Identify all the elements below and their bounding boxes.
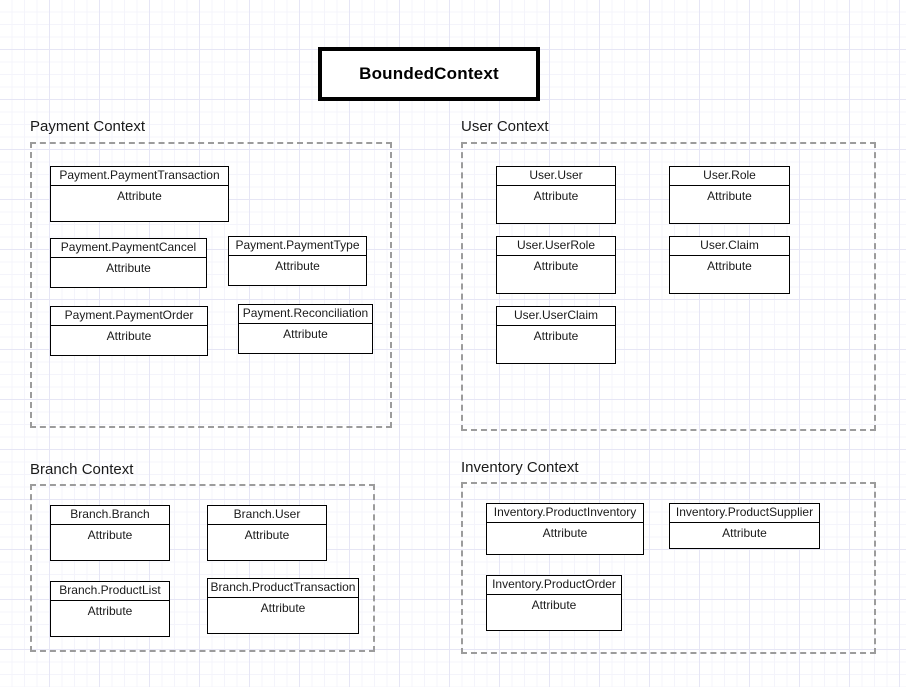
entity-name: Inventory.ProductSupplier [670,504,819,523]
entity-name: Payment.PaymentTransaction [51,167,228,186]
entity-name: Payment.Reconciliation [239,305,372,324]
entity-attribute: Attribute [531,598,577,612]
entity-attribute: Attribute [87,604,133,618]
entity-attribute: Attribute [117,189,162,203]
entity-attribute: Attribute [533,329,579,343]
entity-attribute: Attribute [542,526,588,540]
context-label-payment: Payment Context [30,118,146,135]
entity-name: User.Claim [670,237,789,256]
entity-attribute: Attribute [87,528,133,542]
entity-attribute: Attribute [533,189,579,203]
entity-name: User.UserRole [497,237,615,256]
context-label-user: User Context [461,118,549,135]
entity-name: Branch.ProductList [51,582,169,601]
entity-attribute: Attribute [106,261,151,275]
entity-attribute: Attribute [533,259,579,273]
entity-attribute: Attribute [722,526,767,540]
context-container-inventory[interactable] [461,482,876,654]
entity-name: User.UserClaim [497,307,615,326]
entity-attribute: Attribute [707,189,752,203]
entity-attribute: Attribute [707,259,752,273]
entity-attribute: Attribute [275,259,320,273]
entity-name: Payment.PaymentType [229,237,366,256]
entity-name: Payment.PaymentOrder [51,307,207,326]
entity-attribute: Attribute [260,601,306,615]
entity-attribute: Attribute [244,528,290,542]
entity-name: Branch.ProductTransaction [208,579,358,598]
context-container-payment[interactable] [30,142,392,428]
entity-name: User.User [497,167,615,186]
entity-name: Payment.PaymentCancel [51,239,206,258]
context-label-branch: Branch Context [30,461,134,478]
context-container-branch[interactable] [30,484,375,652]
context-label-inventory: Inventory Context [461,459,579,476]
entity-name: Branch.Branch [51,506,169,525]
bounded-context-title-box[interactable]: BoundedContext [318,47,540,101]
page-title: BoundedContext [359,64,499,83]
entity-name: User.Role [670,167,789,186]
entity-name: Inventory.ProductInventory [487,504,643,523]
entity-attribute: Attribute [106,329,152,343]
entity-name: Branch.User [208,506,326,525]
context-container-user[interactable] [461,142,876,431]
entity-attribute: Attribute [283,327,328,341]
entity-name: Inventory.ProductOrder [487,576,621,595]
